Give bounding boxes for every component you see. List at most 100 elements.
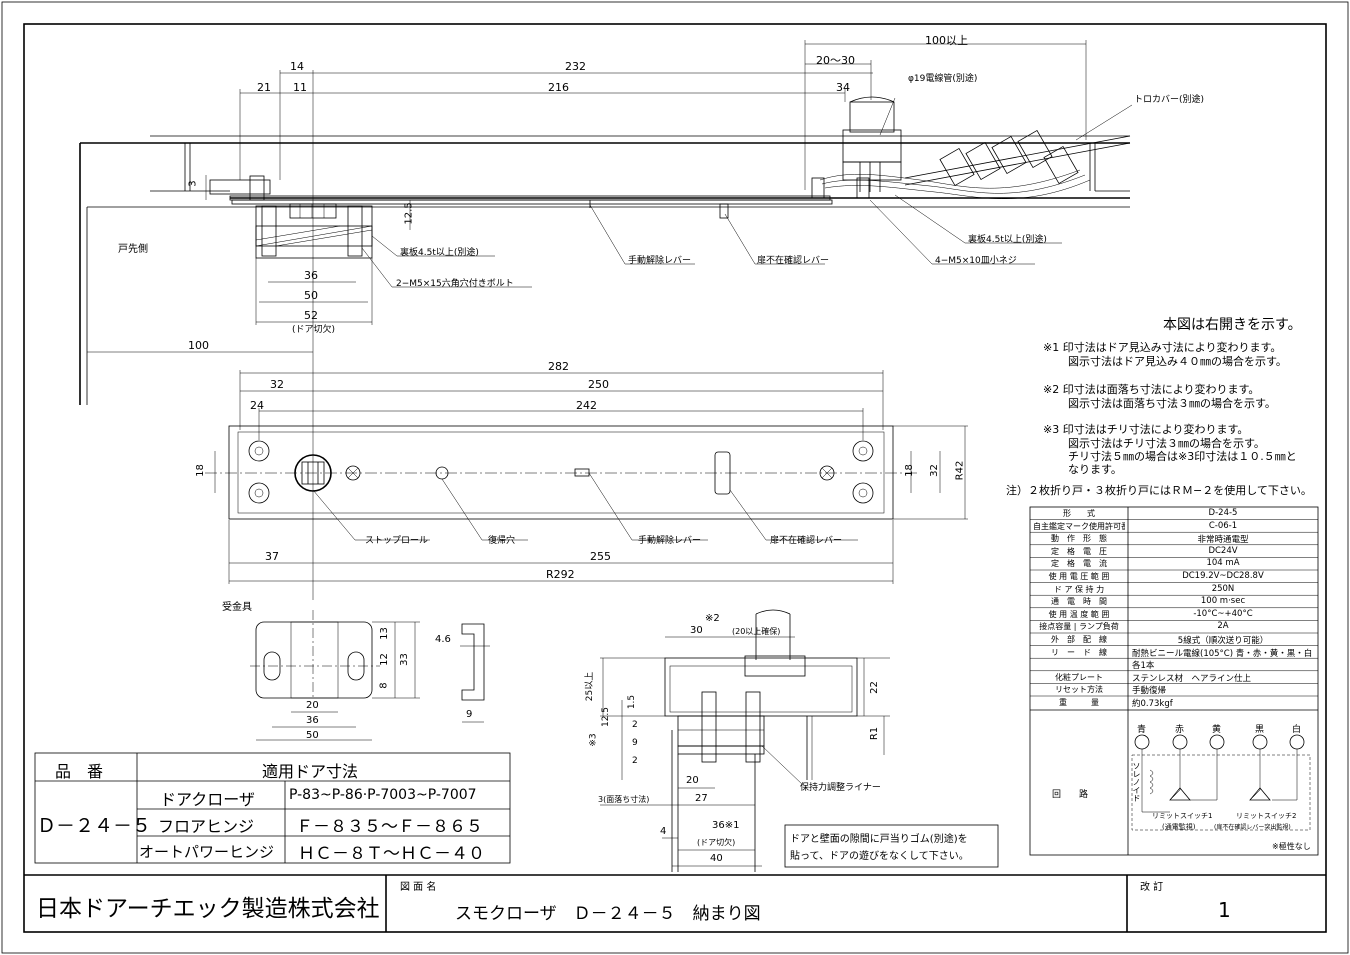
- section-dim-4: 4: [660, 826, 667, 837]
- note-3-line-3: チリ寸法５㎜の場合は※3印寸法は１０.５㎜と: [1068, 450, 1297, 463]
- dim-4-6: 4.6: [435, 634, 451, 645]
- gap-note-line-2: 貼って、ドアの遊びをなくして下さい。: [790, 851, 969, 862]
- section-dim-30: 30: [690, 625, 703, 636]
- switch2-label: リミットスイッチ2: [1236, 812, 1297, 820]
- section-dim-40: 40: [710, 853, 723, 864]
- dim-250: 250: [588, 378, 609, 391]
- apply-part-number: Ｄ－２４－５: [37, 815, 152, 837]
- dim-bracket-20: 20: [306, 700, 319, 711]
- spec-row-key: 使 用 温 度 範 囲: [1048, 609, 1110, 619]
- spec-row-key: 自主鑑定マーク使用許可番号: [1033, 521, 1125, 531]
- callout-back-plate-left: 裏板4.5t以上(別途): [400, 248, 479, 258]
- callout-manual-lever-plan: 手動解除レバー: [638, 536, 702, 546]
- gap-note-box: [784, 824, 999, 868]
- top-elevation-view: [79, 40, 1133, 600]
- callout-door-absent-lever-top: 扉不在確認レバー: [757, 256, 830, 266]
- wire-color-label: 黒: [1255, 725, 1265, 735]
- section-dim-20up: (20以上確保): [732, 627, 781, 636]
- section-dim-36: 36※1: [712, 820, 740, 831]
- dim-100: 100: [188, 339, 209, 352]
- spec-row-value: C-06-1: [1208, 520, 1238, 531]
- spec-row-key: 化粧プレート: [1055, 672, 1103, 682]
- callout-back-plate-right: 裏板4.5t以上(別途): [968, 235, 1047, 245]
- dim-bracket-9: 9: [466, 709, 473, 720]
- company-name: 日本ドアーチエック製造株式会社: [36, 896, 380, 922]
- dim-21: 21: [257, 81, 271, 94]
- spec-row-key: 重 量: [1059, 698, 1099, 707]
- section-note-2: ※2: [705, 613, 720, 624]
- apply-table: [34, 752, 511, 864]
- spec-table: [1029, 506, 1319, 856]
- note-1-line-2: 図示寸法はドア見込み４０㎜の場合を示す。: [1068, 355, 1287, 368]
- spec-row-key: 接点容量 | ランプ負荷: [1039, 622, 1119, 632]
- note-2-line-1: ※2 印寸法は面落ち寸法により変わります。: [1043, 383, 1260, 396]
- dim-50: 50: [304, 289, 318, 302]
- spec-row-value: 5線式（順次送り可能）: [1177, 636, 1269, 646]
- dim-32: 32: [270, 378, 284, 391]
- bracket-view: [250, 610, 490, 741]
- apply-row-1-models: P-83~P-86·P-7003~P-7007: [289, 787, 477, 803]
- callout-liner: 保持力調整ライナー: [800, 783, 881, 793]
- dim-18-right: 18: [903, 464, 915, 477]
- dim-11: 11: [293, 81, 307, 94]
- spec-row-key: リ ー ド 線: [1051, 647, 1107, 657]
- dim-12-5: 12.5: [403, 202, 415, 225]
- dim-37: 37: [265, 550, 279, 563]
- dim-282: 282: [548, 360, 569, 373]
- plan-view: [205, 370, 968, 584]
- note-3-line-2: 図示寸法はチリ寸法３㎜の場合を示す。: [1068, 437, 1265, 450]
- spec-row-value: 手動復帰: [1132, 686, 1167, 697]
- dim-232: 232: [565, 60, 586, 73]
- dim-8: 8: [378, 682, 390, 689]
- note-3-line-1: ※3 印寸法はチリ寸法により変わります。: [1043, 423, 1249, 436]
- spec-row-key: 通 電 時 間: [1051, 597, 1107, 607]
- apply-header-size: 適用ドア寸法: [262, 762, 359, 781]
- callout-screws: 4−M5×10皿小ネジ: [935, 256, 1017, 266]
- spec-row-key: 使 用 電 圧 範 囲: [1048, 572, 1110, 581]
- spec-row-key: リセット方法: [1055, 685, 1103, 695]
- dim-12: 12: [378, 653, 390, 666]
- dim-100-up: 100以上: [925, 34, 968, 47]
- section-dim-25up: 25以上: [585, 671, 596, 702]
- no-polarity: ※極性なし: [1272, 842, 1311, 851]
- apply-row-3-type: オートパワーヒンジ: [139, 843, 275, 861]
- wire-color-label: 赤: [1175, 725, 1185, 735]
- drawing-title: スモクローザ Ｄ－２４－５ 納まり図: [455, 904, 761, 924]
- dim-bracket-36: 36: [306, 715, 319, 726]
- spec-row-key: ド ア 保 持 力: [1053, 584, 1105, 594]
- spec-row-value: ステンレス材 ヘアライン仕上: [1132, 673, 1252, 684]
- spec-row-value: DC24V: [1208, 545, 1238, 556]
- section-dim-9: 9: [632, 738, 638, 748]
- dim-36: 36: [304, 269, 318, 282]
- switch2-sub: (扉不在確認レバー突出監視): [1214, 824, 1291, 831]
- callout-return-hole: 復帰穴: [488, 536, 516, 546]
- gap-note-line-1: ドアと壁面の隙間に戸当りゴム(別途)を: [790, 834, 968, 845]
- section-dim-3: 3(面落ち寸法): [598, 795, 650, 804]
- callout-conduit: φ19電線管(別途): [908, 74, 978, 84]
- apply-row-3-models: ＨＣ－８Ｔ～ＨＣ－４０: [298, 844, 485, 864]
- spec-row-key: 定 格 電 圧: [1051, 546, 1107, 556]
- drawing-name-label: 図 面 名: [400, 882, 437, 893]
- callout-manual-lever-top: 手動解除レバー: [628, 256, 692, 266]
- section-dim-2a: 2: [632, 720, 638, 730]
- spec-row-key: 外 部 配 線: [1051, 635, 1107, 644]
- dim-bracket-50: 50: [306, 730, 319, 741]
- section-dim-12-5: 12.5: [601, 706, 612, 728]
- callout-bolts: 2−M5×15六角穴付きボルト: [396, 279, 514, 289]
- wire-color-label: 青: [1137, 725, 1147, 735]
- section-dim-2b: 2: [632, 756, 638, 766]
- section-dim-27: 27: [695, 793, 708, 804]
- callout-cover: トロカバー(別途): [1134, 95, 1205, 105]
- spec-row-value: 耐熱ビニール電線(105°C) 青・赤・黄・黒・白: [1132, 648, 1313, 659]
- circuit-label: 回 路: [1052, 790, 1089, 800]
- spec-row-value: 各1本: [1132, 661, 1155, 672]
- spec-row-value: 100 m·sec: [1200, 596, 1246, 607]
- spec-row-value: 約0.73kgf: [1132, 699, 1173, 709]
- inner-border: [23, 23, 1327, 933]
- dim-13: 13: [378, 627, 390, 640]
- dim-3: 3: [187, 180, 199, 187]
- apply-row-1-type: ドアクローザ: [160, 790, 255, 809]
- apply-row-2-type: フロアヒンジ: [158, 817, 255, 836]
